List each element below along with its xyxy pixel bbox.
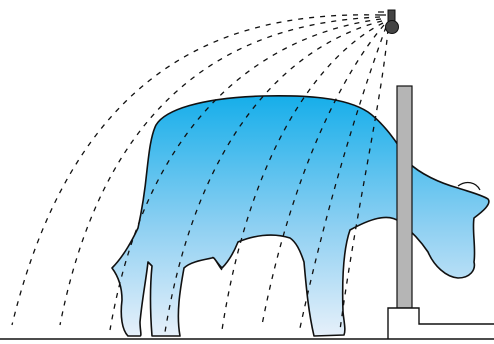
cow-udder (213, 257, 223, 271)
spray-arc-1 (11, 14, 381, 326)
fence-post (396, 85, 413, 309)
spray-arc-7 (299, 26, 387, 329)
spray-arc-5 (221, 22, 384, 331)
water-spray (11, 14, 389, 333)
spray-arc-8 (339, 28, 389, 331)
spray-arc-3 (109, 18, 382, 331)
spray-arc-6 (261, 24, 385, 326)
spray-arc-4 (164, 20, 383, 333)
feed-trough (387, 307, 494, 339)
cow-ear-icon (457, 181, 481, 191)
cow-silhouette (111, 95, 490, 337)
spray-arc-2 (59, 16, 381, 326)
sprinkler-nozzle-icon (378, 9, 399, 34)
